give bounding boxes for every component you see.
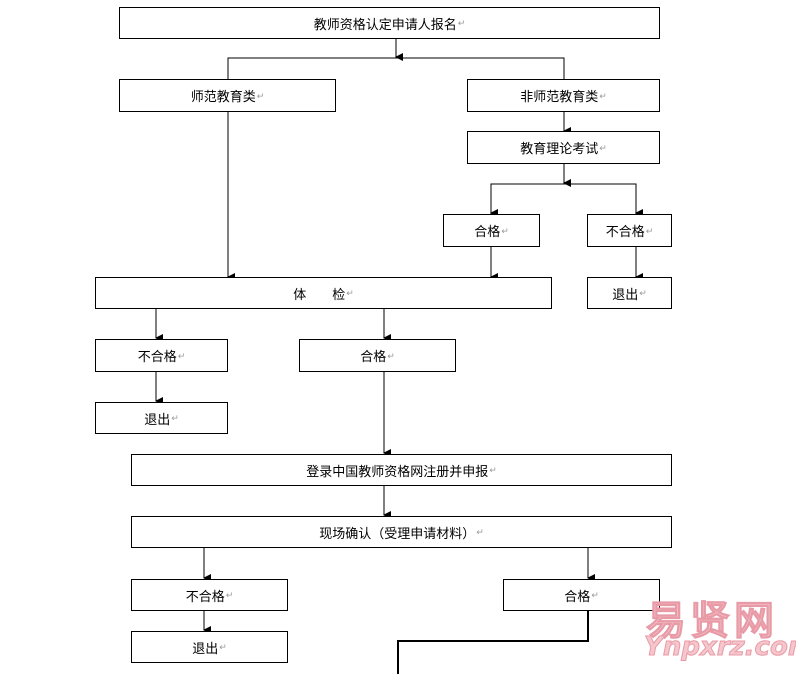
node-physical-exam: 体 检↵ bbox=[95, 277, 552, 309]
watermark: 易贤网 Ynpxrz.com bbox=[640, 588, 796, 668]
node-confirm-label: 现场确认（受理申请材料） bbox=[319, 526, 476, 542]
node-theory-exam: 教育理论考试↵ bbox=[467, 131, 660, 164]
watermark-en: Ynpxrz.com bbox=[644, 632, 796, 663]
exam-split-line bbox=[490, 183, 637, 214]
node-apply: 教师资格认定申请人报名↵ bbox=[119, 7, 660, 39]
continuation-line bbox=[397, 610, 589, 674]
node-exam-pass-label: 合格 bbox=[474, 225, 501, 240]
node-physical-exit: 退出↵ bbox=[95, 402, 228, 434]
node-physical-label: 体 检 bbox=[293, 287, 346, 303]
node-physical-fail-label: 不合格 bbox=[137, 350, 177, 365]
node-physical-pass-label: 合格 bbox=[360, 350, 387, 365]
node-confirm-fail-label: 不合格 bbox=[185, 589, 225, 605]
return-mark: ↵ bbox=[256, 91, 265, 102]
return-mark: ↵ bbox=[599, 91, 607, 102]
return-mark: ↵ bbox=[489, 466, 497, 476]
node-non-normal-label: 非师范教育类 bbox=[520, 90, 599, 105]
node-confirm-exit: 退出↵ bbox=[131, 631, 288, 663]
return-mark: ↵ bbox=[476, 528, 484, 538]
node-normal-education: 师范教育类↵ bbox=[119, 79, 336, 112]
node-register: 登录中国教师资格网注册并申报↵ bbox=[131, 454, 672, 486]
node-exam-fail: 不合格↵ bbox=[587, 214, 672, 247]
watermark-cn: 易贤网 bbox=[646, 598, 778, 645]
return-mark: ↵ bbox=[501, 226, 509, 237]
node-register-label: 登录中国教师资格网注册并申报 bbox=[306, 464, 489, 480]
node-exam-fail-label: 不合格 bbox=[605, 225, 645, 240]
return-mark: ↵ bbox=[225, 591, 234, 601]
split-line-non-normal bbox=[396, 57, 565, 80]
node-theory-exam-label: 教育理论考试 bbox=[520, 142, 599, 157]
node-normal-label: 师范教育类 bbox=[190, 90, 256, 105]
return-mark: ↵ bbox=[219, 643, 227, 653]
split-line-normal bbox=[227, 57, 396, 80]
node-confirm-fail: 不合格↵ bbox=[131, 579, 288, 611]
return-mark: ↵ bbox=[645, 226, 654, 237]
return-mark: ↵ bbox=[346, 289, 354, 299]
node-non-normal-education: 非师范教育类↵ bbox=[467, 79, 660, 112]
node-exam-pass: 合格↵ bbox=[443, 214, 540, 247]
return-mark: ↵ bbox=[599, 143, 607, 154]
return-mark: ↵ bbox=[639, 289, 647, 299]
node-physical-exit-label: 退出 bbox=[144, 412, 171, 428]
node-physical-fail: 不合格↵ bbox=[95, 339, 228, 372]
return-mark: ↵ bbox=[171, 414, 179, 424]
return-mark: ↵ bbox=[457, 19, 466, 29]
node-exam-exit: 退出↵ bbox=[587, 277, 672, 309]
node-confirm-pass-label: 合格 bbox=[564, 589, 591, 605]
node-onsite-confirm: 现场确认（受理申请材料）↵ bbox=[131, 516, 672, 548]
return-mark: ↵ bbox=[591, 591, 599, 601]
node-confirm-exit-label: 退出 bbox=[192, 641, 219, 657]
node-confirm-pass: 合格↵ bbox=[503, 579, 660, 611]
node-physical-pass: 合格↵ bbox=[299, 339, 456, 372]
node-apply-label: 教师资格认定申请人报名 bbox=[313, 17, 457, 33]
return-mark: ↵ bbox=[387, 351, 395, 362]
return-mark: ↵ bbox=[177, 351, 186, 362]
node-exam-exit-label: 退出 bbox=[612, 287, 639, 303]
